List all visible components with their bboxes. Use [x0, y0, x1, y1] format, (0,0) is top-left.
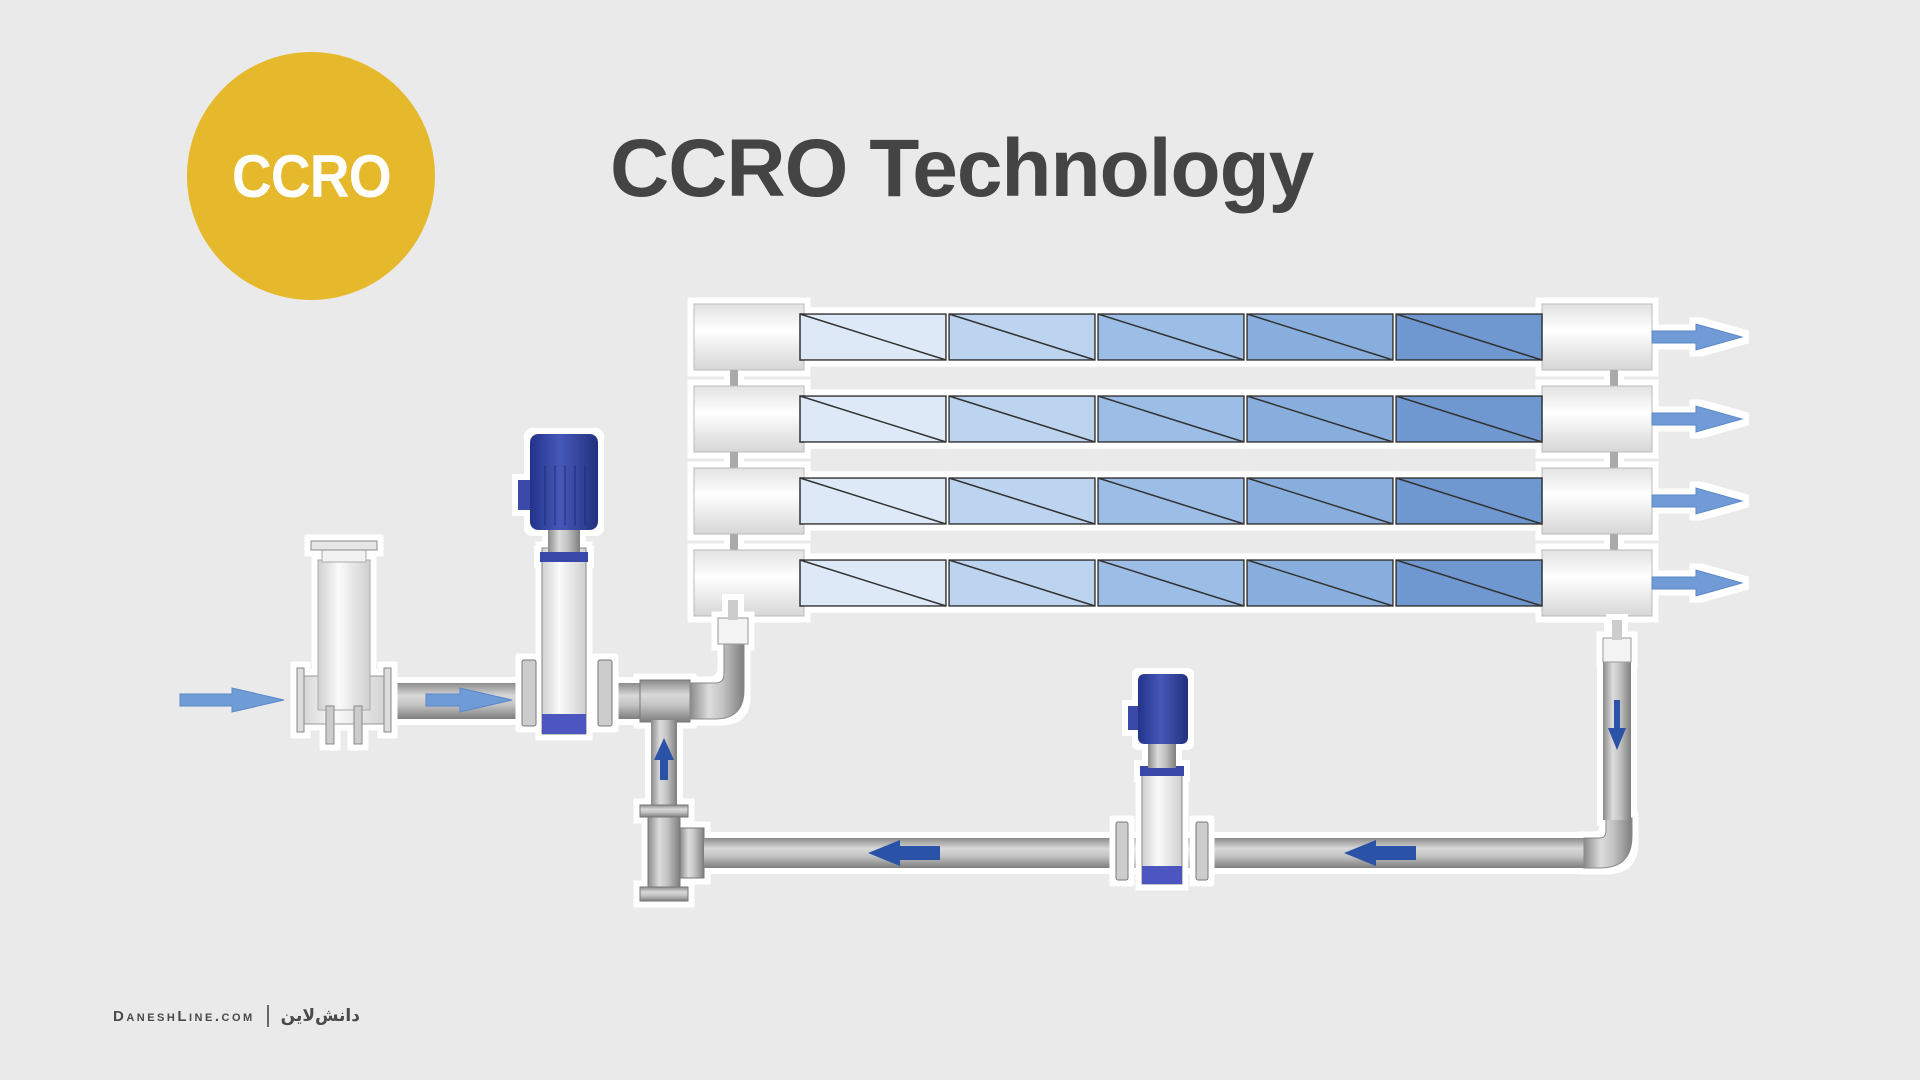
- permeate-arrow-icon: [1651, 569, 1744, 597]
- vessel-row: [693, 467, 1744, 550]
- membrane-vessels: [693, 303, 1744, 632]
- down-arrow-icon: [1608, 700, 1626, 750]
- brand-link[interactable]: DaneshLine.com: [113, 1007, 255, 1025]
- left-arrow-icon: [868, 840, 940, 866]
- ccro-badge: CCRO: [187, 52, 435, 300]
- left-arrow-icon: [1344, 840, 1416, 866]
- up-arrow-icon: [654, 738, 674, 780]
- badge-label: CCRO: [231, 142, 392, 210]
- vessel-row: [693, 549, 1744, 632]
- page-title: CCRO Technology: [610, 123, 1314, 214]
- vessel-row: [693, 303, 1744, 386]
- circulation-pump: [1115, 674, 1209, 885]
- permeate-arrow-icon: [1651, 405, 1744, 433]
- feed-inlet-arrow: [179, 687, 513, 713]
- footer-divider: [266, 1005, 269, 1027]
- brand-persian: دانش‌لاین: [280, 1006, 360, 1026]
- high-pressure-pump: [518, 434, 613, 735]
- permeate-arrow-icon: [1651, 323, 1744, 351]
- cartridge-filter: [296, 540, 392, 745]
- vessel-row: [693, 385, 1744, 468]
- footer: DaneshLine.com دانش‌لاین: [113, 1005, 360, 1027]
- permeate-arrow-icon: [1651, 487, 1744, 515]
